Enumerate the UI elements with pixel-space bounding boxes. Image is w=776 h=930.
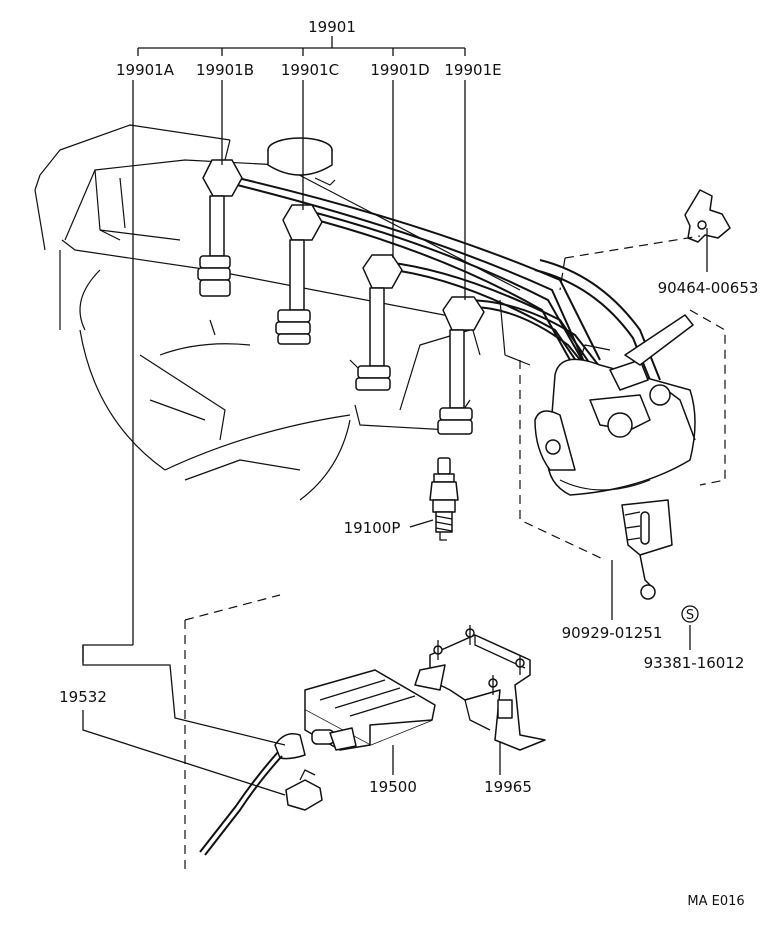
label-bracket: 19965 xyxy=(484,778,532,796)
label-cord-d: 19901D xyxy=(370,61,429,79)
plug-cord-d xyxy=(355,254,403,391)
label-coil-cord: 19532 xyxy=(59,688,107,706)
label-igniter: 19500 xyxy=(369,778,417,796)
label-spark-plug: 19100P xyxy=(344,519,401,537)
igniter-bracket xyxy=(414,625,546,751)
distributor xyxy=(534,314,696,496)
label-s-symbol: S xyxy=(686,608,694,623)
plug-cord-c xyxy=(275,204,323,345)
label-cord-e: 19901E xyxy=(444,61,501,79)
label-screw: 93381-16012 xyxy=(644,654,745,672)
label-harness: 19901 xyxy=(308,18,356,36)
spark-plug xyxy=(429,457,459,541)
label-cord-a: 19901A xyxy=(116,61,175,79)
coil-cord xyxy=(199,733,323,856)
dashed-boundaries xyxy=(184,235,726,870)
plug-cord-b xyxy=(197,159,243,297)
label-cord-c: 19901C xyxy=(281,61,339,79)
label-grommet: 90929-01251 xyxy=(562,624,663,642)
label-clamp: 90464-00653 xyxy=(658,279,759,297)
engine-block-outline xyxy=(34,124,531,501)
ignition-cords xyxy=(224,174,661,426)
label-cord-b: 19901B xyxy=(196,61,254,79)
plug-cord-e xyxy=(437,296,485,435)
leader-lines xyxy=(82,36,708,796)
wire-clamp xyxy=(684,189,731,243)
igniter xyxy=(304,669,436,751)
s-symbol-circle xyxy=(681,605,699,623)
terminal-grommet xyxy=(621,499,673,600)
label-drawing-code: MA E016 xyxy=(687,894,744,909)
